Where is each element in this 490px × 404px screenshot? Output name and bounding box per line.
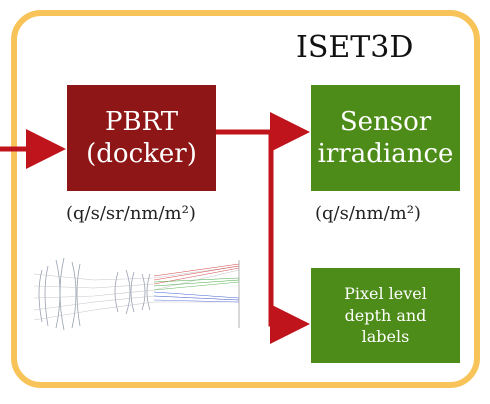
- iset3d-container: [11, 10, 480, 388]
- sensor-label: Sensor: [339, 106, 432, 137]
- diagram-title: ISET3D: [296, 30, 414, 65]
- lens-ray-trace-icon: [34, 257, 240, 331]
- pbrt-units: (q/s/sr/nm/m²): [66, 203, 196, 224]
- pixel-level-label: Pixel level: [344, 284, 427, 304]
- sensor-units: (q/s/nm/m²): [315, 203, 421, 224]
- pbrt-docker-box: PBRT (docker): [67, 85, 216, 191]
- pixel-level-box: Pixel level depth and labels: [311, 268, 460, 363]
- pbrt-label: PBRT: [104, 106, 179, 137]
- docker-label: (docker): [86, 139, 197, 169]
- depth-and-label: depth and: [344, 305, 427, 325]
- sensor-irradiance-box: Sensor irradiance: [311, 85, 460, 191]
- irradiance-label: irradiance: [317, 139, 454, 169]
- labels-label: labels: [361, 327, 410, 347]
